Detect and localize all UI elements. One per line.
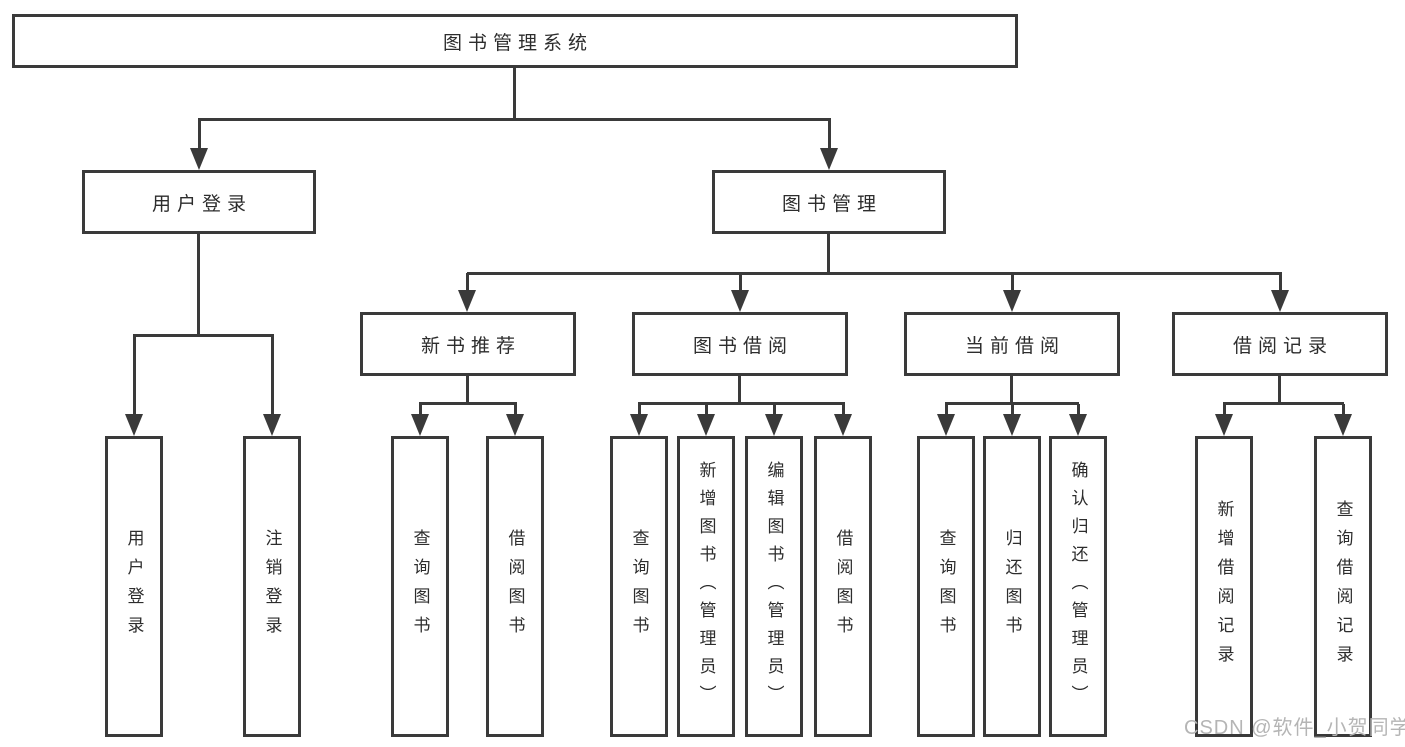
connector-arrow-user-login-group xyxy=(189,119,209,170)
leaf-query-books-current: 查询图书 xyxy=(917,436,975,737)
node-user-login-group: 用户登录 xyxy=(82,170,316,234)
connector-records-branch xyxy=(1223,402,1344,405)
connector-arrow-query-books-recommend xyxy=(410,404,430,436)
node-label: 当前借阅 xyxy=(964,335,1065,357)
connector-user-login-stem xyxy=(197,234,200,337)
connector-arrow-leaf-user-login xyxy=(124,336,144,436)
node-label: 查询图书 xyxy=(629,528,649,645)
leaf-query-books-recommend: 查询图书 xyxy=(391,436,449,737)
leaf-confirm-return-admin: 确认归还（管理员） xyxy=(1049,436,1107,737)
connector-root-branch xyxy=(198,118,831,121)
node-label: 用户登录 xyxy=(151,193,252,215)
connector-book-mgmt-stem xyxy=(827,234,830,275)
connector-arrow-add-borrow-record xyxy=(1214,404,1234,436)
connector-root-stem xyxy=(513,68,516,121)
connector-arrow-confirm-return xyxy=(1068,404,1088,436)
connector-borrowing-branch xyxy=(638,402,845,405)
leaf-borrow-books: 借阅图书 xyxy=(814,436,872,737)
connector-current-stem xyxy=(1010,376,1013,405)
connector-arrow-borrow-books xyxy=(833,404,853,436)
node-label: 确认归还（管理员） xyxy=(1068,460,1088,713)
node-label: 编辑图书（管理员） xyxy=(764,460,784,713)
leaf-borrow-books-recommend: 借阅图书 xyxy=(486,436,544,737)
node-new-book-recommend: 新书推荐 xyxy=(360,312,576,376)
connector-arrow-query-borrow-record xyxy=(1333,404,1353,436)
node-root-library-system: 图书管理系统 xyxy=(12,14,1018,68)
node-label: 查询图书 xyxy=(410,528,430,645)
node-label: 图书管理 xyxy=(781,193,882,215)
connector-records-stem xyxy=(1278,376,1281,405)
connector-arrow-book-management xyxy=(819,119,839,170)
node-label: 图书管理系统 xyxy=(442,32,593,54)
node-label: 注销登录 xyxy=(262,528,282,645)
connector-arrow-book-borrowing xyxy=(730,273,750,312)
connector-arrow-return-book xyxy=(1002,404,1022,436)
connector-arrow-borrow-books-recommend xyxy=(505,404,525,436)
connector-borrowing-stem xyxy=(738,376,741,405)
node-label: 新书推荐 xyxy=(420,335,521,357)
leaf-query-books-borrowing: 查询图书 xyxy=(610,436,668,737)
node-label: 新增图书（管理员） xyxy=(696,460,716,713)
connector-arrow-current-borrowing xyxy=(1002,273,1022,312)
node-label: 新增借阅记录 xyxy=(1214,499,1234,674)
leaf-add-borrow-record: 新增借阅记录 xyxy=(1195,436,1253,737)
connector-arrow-query-books-borrowing xyxy=(629,404,649,436)
node-label: 归还图书 xyxy=(1002,528,1022,645)
node-label: 借阅图书 xyxy=(505,528,525,645)
node-label: 查询图书 xyxy=(936,528,956,645)
node-book-management: 图书管理 xyxy=(712,170,946,234)
node-label: 图书借阅 xyxy=(692,335,793,357)
connector-arrow-edit-book xyxy=(764,404,784,436)
node-book-borrowing: 图书借阅 xyxy=(632,312,848,376)
node-label: 借阅图书 xyxy=(833,528,853,645)
leaf-add-book-admin: 新增图书（管理员） xyxy=(677,436,735,737)
connector-arrow-add-book xyxy=(696,404,716,436)
connector-arrow-query-books-current xyxy=(936,404,956,436)
connector-recommend-stem xyxy=(466,376,469,405)
leaf-logout: 注销登录 xyxy=(243,436,301,737)
connector-arrow-new-book-recommend xyxy=(457,273,477,312)
node-label: 用户登录 xyxy=(124,528,144,645)
connector-arrow-leaf-logout xyxy=(262,336,282,436)
leaf-edit-book-admin: 编辑图书（管理员） xyxy=(745,436,803,737)
connector-user-login-branch xyxy=(133,334,274,337)
connector-current-branch xyxy=(945,402,1079,405)
leaf-return-book: 归还图书 xyxy=(983,436,1041,737)
node-label: 查询借阅记录 xyxy=(1333,499,1353,674)
connector-recommend-branch xyxy=(419,402,517,405)
node-current-borrowing: 当前借阅 xyxy=(904,312,1120,376)
watermark: CSDN @软件_小贺同学 xyxy=(1184,717,1405,739)
node-label: 借阅记录 xyxy=(1232,335,1333,357)
connector-book-mgmt-branch xyxy=(467,272,1282,275)
leaf-user-login: 用户登录 xyxy=(105,436,163,737)
node-borrowing-records: 借阅记录 xyxy=(1172,312,1388,376)
connector-arrow-borrowing-records xyxy=(1270,273,1290,312)
leaf-query-borrow-record: 查询借阅记录 xyxy=(1314,436,1372,737)
